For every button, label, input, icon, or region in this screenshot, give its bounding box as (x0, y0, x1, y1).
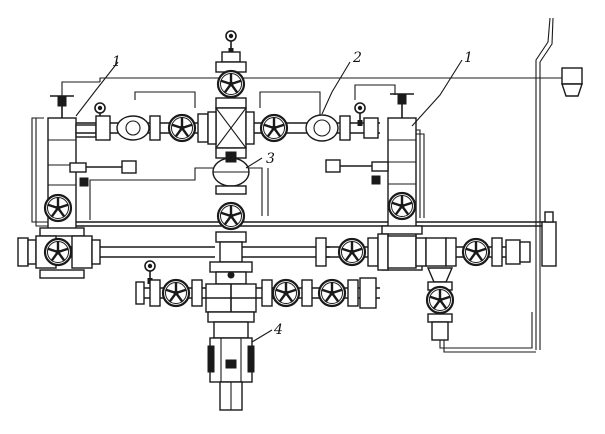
callout-4: 4 (273, 322, 283, 338)
callout-1-right: 1 (464, 50, 473, 66)
upper-left-wing (76, 113, 215, 143)
callout-1-left: 1 (112, 54, 121, 70)
callout-2: 2 (352, 50, 362, 66)
right-branch (315, 211, 557, 271)
callout-3: 3 (266, 151, 275, 167)
central-tree (205, 30, 380, 411)
left-branch (17, 235, 215, 269)
lower-right-branch (425, 267, 455, 341)
leader-lines (75, 59, 463, 343)
lower-branch (135, 260, 380, 309)
